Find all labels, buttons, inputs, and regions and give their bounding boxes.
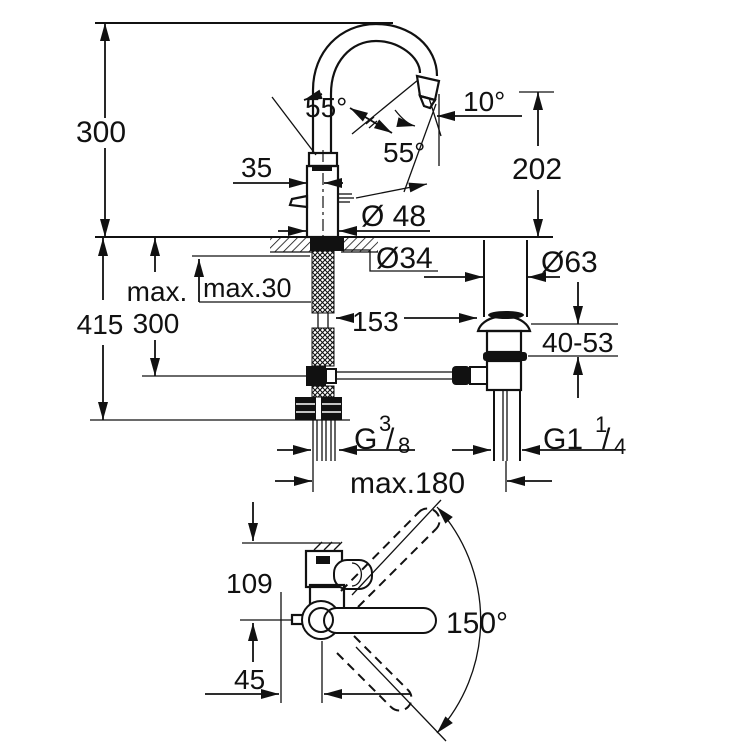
- thread-waste-denominator: 4: [614, 434, 626, 459]
- waste-body-upper: [485, 329, 523, 354]
- dim-hose-max-value: 300: [133, 308, 180, 339]
- mounting-nut: [310, 238, 344, 251]
- hose-nut-left: [295, 397, 316, 420]
- braided-hose-middle: [311, 327, 335, 367]
- plan-view: 150° 109 45: [205, 499, 508, 742]
- dim-hose-max-prefix: max.: [127, 276, 188, 307]
- dim-spout-height-label: 300: [76, 116, 126, 149]
- dim-angle-outlet: 10°: [428, 86, 522, 166]
- dim-center-distance: max.180: [275, 467, 552, 500]
- deck-hatch-right: [341, 238, 378, 252]
- dim-angle-spout: 55°: [338, 79, 437, 203]
- thread-hose-numerator: 3: [379, 411, 391, 436]
- dim-front-offset: 45: [205, 664, 410, 699]
- dim-body-dia: Ø 48: [278, 200, 430, 236]
- dim-center-distance-label: max.180: [350, 467, 465, 500]
- plan-hatch-marks: [313, 541, 343, 551]
- swivel-arc: [436, 506, 482, 734]
- spout-inner-curve: [329, 39, 422, 153]
- dim-clamp-range-label: 40-53: [542, 327, 614, 358]
- braided-hose-lower: [311, 385, 335, 398]
- rod-joint: [469, 366, 488, 385]
- dim-thread-waste: G1 1 / 4: [452, 412, 626, 459]
- plan-handle-lever: [323, 607, 437, 634]
- dim-waste-dia-label: Ø63: [541, 246, 598, 279]
- dim-hole-dia-label: Ø34: [376, 242, 433, 275]
- dim-plan-reach-label: 109: [226, 568, 273, 599]
- dim-deck-max-label: max.30: [203, 273, 292, 303]
- dim-waste-offset: 153: [336, 306, 477, 337]
- aerator-tip: [418, 94, 437, 110]
- dim-outlet-height-label: 202: [512, 153, 562, 186]
- dim-angle-spout-label: 55°: [383, 137, 425, 168]
- deck-hatch-left: [270, 238, 313, 252]
- plan-spout-detail: [316, 556, 330, 564]
- rod-knob: [452, 366, 470, 385]
- dim-body-offset: 35: [233, 152, 343, 188]
- thread-hose-denominator: 8: [398, 433, 410, 458]
- thread-hose-prefix: G: [354, 423, 377, 456]
- rod-clevis: [325, 368, 337, 384]
- hose-nut-slits: [296, 403, 341, 413]
- dim-swivel-angle: 150°: [351, 499, 508, 742]
- dim-hole-dia: Ø34: [341, 242, 438, 275]
- waste-body-lower: [485, 359, 523, 392]
- thread-waste-prefix: G1: [543, 423, 583, 456]
- dim-waste-offset-label: 153: [352, 306, 399, 337]
- thread-hose-slash: /: [386, 423, 395, 456]
- faucet-plan: [290, 541, 437, 640]
- dim-swivel-angle-label: 150°: [446, 607, 508, 640]
- dim-clamp-range: 40-53: [528, 282, 618, 398]
- elevation-view: 300 55° 55°: [76, 22, 626, 500]
- braided-hose-upper: [311, 250, 335, 314]
- dim-clearance-below: 415: [77, 238, 124, 420]
- dim-waste-dia: Ø63: [424, 246, 598, 282]
- dim-hose-max: max. 300: [127, 238, 188, 376]
- waste-flange: [476, 315, 532, 333]
- dim-deck-max: max.30: [194, 259, 311, 303]
- angle-arc-arrow: [394, 109, 416, 127]
- dim-outlet-height: 202: [512, 91, 562, 237]
- collar-seal: [312, 166, 332, 171]
- waste-tailpipe: [493, 390, 521, 461]
- plan-escutcheon-inner: [308, 607, 334, 633]
- hose-nut-right: [321, 397, 342, 420]
- thread-waste-slash: /: [602, 423, 611, 456]
- dim-angle-outlet-label: 10°: [463, 86, 505, 117]
- plan-nozzle-cap: [351, 562, 362, 587]
- thread-waste-numerator: 1: [595, 412, 607, 437]
- dim-body-offset-label: 35: [241, 152, 272, 183]
- dim-clearance-below-label: 415: [77, 309, 124, 340]
- lever-handle: [288, 194, 309, 209]
- rod-tee-fitting: [306, 366, 326, 386]
- dim-angle-left: 55°: [271, 89, 347, 156]
- leader-hatch-marks: [338, 193, 354, 203]
- popup-waste-assembly: [452, 240, 532, 492]
- hose-tails: [312, 420, 336, 461]
- dim-front-offset-label: 45: [234, 664, 265, 695]
- dim-angle-left-label: 55°: [305, 92, 347, 123]
- dim-spout-height: 300: [76, 23, 126, 237]
- dim-plan-reach: 109: [226, 502, 273, 662]
- shank-and-hoses: [295, 238, 454, 492]
- dim-thread-hose: G 3 / 8: [277, 411, 415, 458]
- waste-plug-top: [488, 311, 524, 319]
- dim-body-dia-label: Ø 48: [361, 200, 426, 233]
- swivel-range-ghosts: [336, 507, 441, 712]
- spout-outer-curve: [311, 22, 439, 153]
- waste-oring: [483, 352, 527, 361]
- deck-section: [270, 238, 378, 253]
